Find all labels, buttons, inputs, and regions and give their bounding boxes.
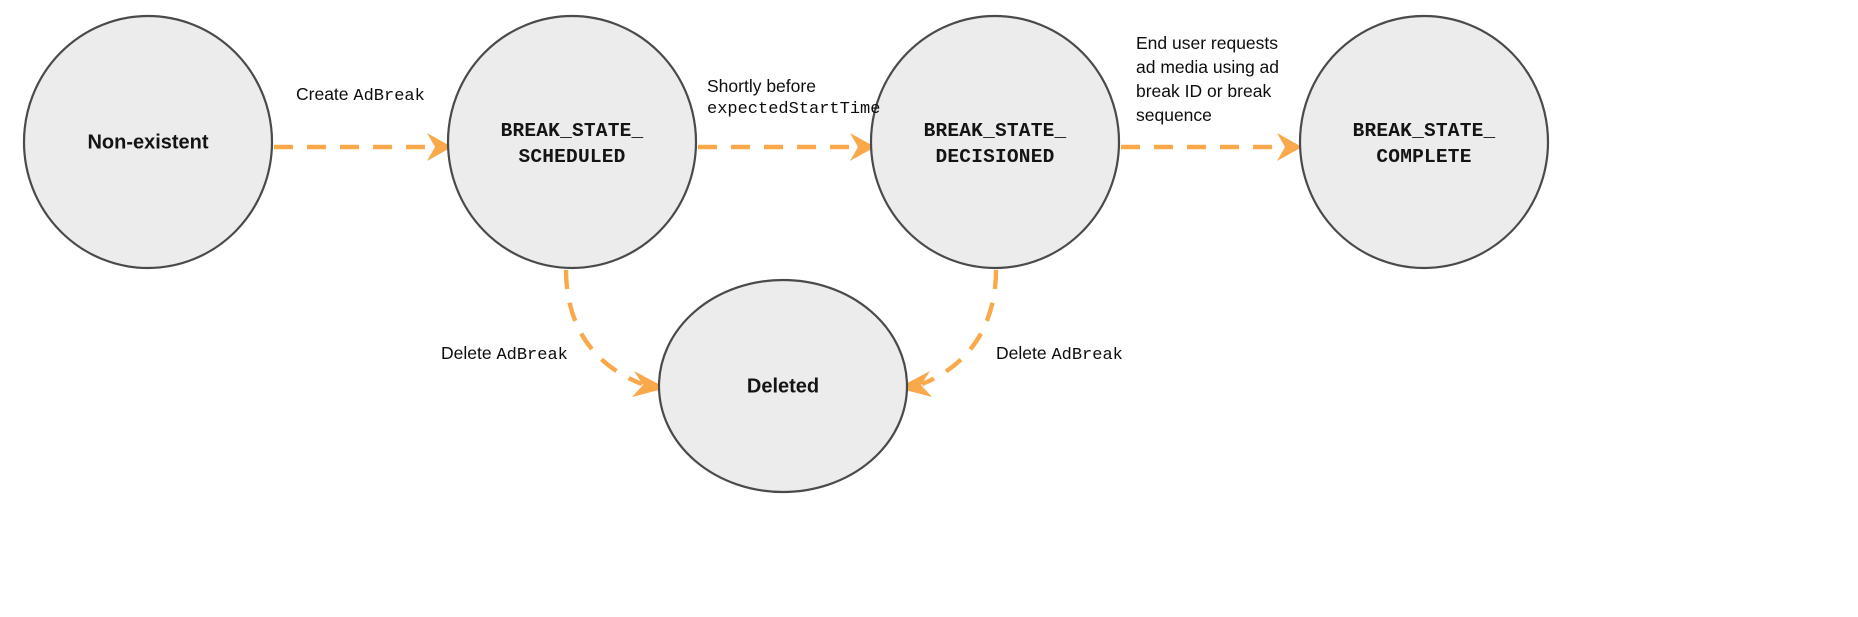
- edge-layer: [274, 133, 1302, 397]
- label-run-mono: AdBreak: [1051, 346, 1123, 365]
- edge-label-delete-from-scheduled-line1: Delete AdBreak: [441, 341, 568, 368]
- node-break-state-scheduled[interactable]: BREAK_STATE_ SCHEDULED: [446, 14, 698, 270]
- edge-end-user-requests-arrowhead: [1277, 133, 1302, 161]
- edge-label-end-user-requests-line1: End user requests: [1136, 33, 1279, 53]
- edge-label-end-user-requests: End user requests ad media using ad brea…: [1136, 31, 1279, 127]
- edge-shortly-before-arrowhead: [850, 133, 875, 161]
- label-run-sans: Delete: [441, 343, 497, 363]
- edge-label-end-user-requests-line3: break ID or break: [1136, 81, 1272, 101]
- edge-label-shortly-before-line1: Shortly before: [707, 76, 816, 96]
- node-deleted[interactable]: Deleted: [657, 278, 909, 494]
- node-layer: Non-existent BREAK_STATE_ SCHEDULED BREA…: [22, 14, 1550, 494]
- edge-label-shortly-before: Shortly before expectedStartTime: [707, 74, 880, 122]
- edge-shortly-before: [698, 133, 875, 161]
- edge-end-user-requests: [1121, 133, 1302, 161]
- edge-delete-from-decisioned: [898, 269, 999, 397]
- label-run-sans: Delete: [996, 343, 1052, 363]
- edge-label-delete-from-decisioned: Delete AdBreak: [996, 341, 1123, 368]
- label-run-sans: Create: [296, 84, 354, 104]
- node-deleted-shape[interactable]: [657, 278, 909, 494]
- edge-label-delete-from-decisioned-line1: Delete AdBreak: [996, 341, 1123, 368]
- node-break-state-decisioned-label-line1: BREAK_STATE_: [924, 120, 1067, 142]
- label-run-mono: AdBreak: [496, 346, 568, 365]
- edge-label-create-adbreak: Create AdBreak: [296, 82, 425, 109]
- node-non-existent[interactable]: Non-existent: [22, 14, 274, 270]
- edge-label-end-user-requests-line4: sequence: [1136, 105, 1212, 125]
- node-deleted-label: Deleted: [747, 375, 819, 397]
- edge-delete-from-scheduled-line: [563, 269, 643, 387]
- edge-delete-from-scheduled: [563, 269, 666, 397]
- node-non-existent-label: Non-existent: [87, 131, 208, 153]
- edge-delete-from-decisioned-line: [921, 269, 999, 387]
- edge-label-create-adbreak-line1: Create AdBreak: [296, 82, 425, 109]
- node-break-state-decisioned-shape[interactable]: [869, 14, 1121, 270]
- node-non-existent-shape[interactable]: [22, 14, 274, 270]
- node-break-state-scheduled-label-line2: SCHEDULED: [518, 146, 625, 168]
- node-break-state-complete-label-line2: COMPLETE: [1376, 146, 1471, 168]
- edge-label-shortly-before-line2: expectedStartTime: [707, 100, 881, 119]
- edge-delete-from-scheduled-arrowhead: [632, 371, 666, 397]
- node-break-state-scheduled-label-line1: BREAK_STATE_: [501, 120, 644, 142]
- node-break-state-complete-shape[interactable]: [1298, 14, 1550, 270]
- label-run-mono: AdBreak: [353, 87, 425, 106]
- edge-delete-from-decisioned-arrowhead: [898, 371, 932, 397]
- node-break-state-complete-label-line1: BREAK_STATE_: [1353, 120, 1496, 142]
- edge-label-end-user-requests-line2: ad media using ad: [1136, 57, 1280, 77]
- edge-create-adbreak-arrowhead: [427, 133, 452, 161]
- edge-label-delete-from-scheduled: Delete AdBreak: [441, 341, 568, 368]
- node-break-state-decisioned[interactable]: BREAK_STATE_ DECISIONED: [869, 14, 1121, 270]
- edge-create-adbreak: [274, 133, 452, 161]
- node-break-state-decisioned-label-line2: DECISIONED: [935, 146, 1054, 168]
- node-break-state-complete[interactable]: BREAK_STATE_ COMPLETE: [1298, 14, 1550, 270]
- node-break-state-scheduled-shape[interactable]: [446, 14, 698, 270]
